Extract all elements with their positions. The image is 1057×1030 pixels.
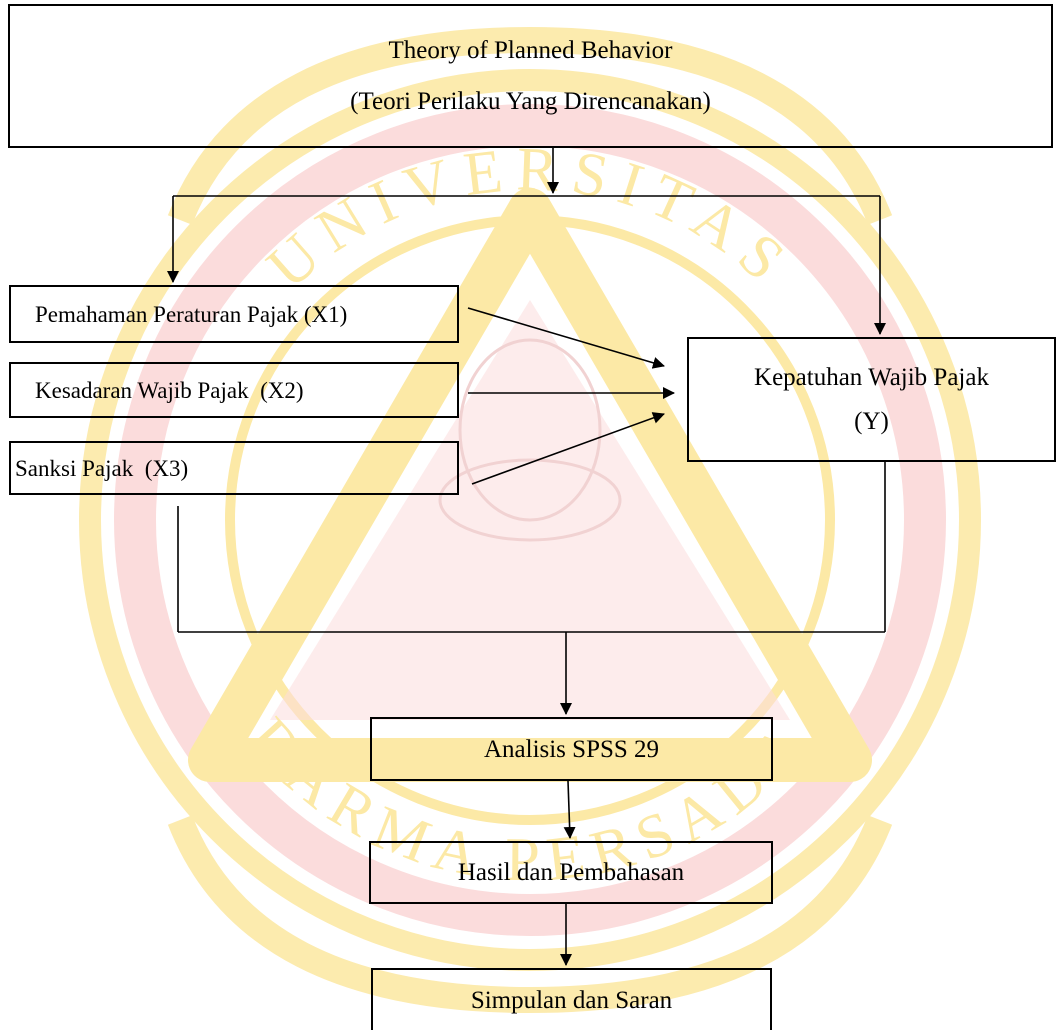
arrow-x3-to-y <box>471 412 665 485</box>
analysis-label: Analisis SPSS 29 <box>483 735 660 763</box>
logo-figure <box>438 338 622 542</box>
arrow-x1-to-y <box>467 307 665 369</box>
logo-outer-petals <box>79 26 981 1014</box>
conclusion-box: Simpulan dan Saran <box>371 968 772 1030</box>
theory-box: Theory of Planned Behavior (Teori Perila… <box>8 4 1053 148</box>
results-label: Hasil dan Pembahasan <box>457 859 685 886</box>
variable-box-x3: Sanksi Pajak (X3) <box>9 441 459 495</box>
variable-label-x3: Sanksi Pajak (X3) <box>15 455 189 481</box>
variable-box-x2: Kesadaran Wajib Pajak (X2) <box>9 362 459 418</box>
theory-subtitle: (Teori Perilaku Yang Direncanakan) <box>350 88 711 115</box>
variable-label-x2: Kesadaran Wajib Pajak (X2) <box>35 377 304 403</box>
theory-title: Theory of Planned Behavior <box>388 37 673 64</box>
dependent-variable-box: Kepatuhan Wajib Pajak (Y) <box>687 337 1056 462</box>
logo-triangle <box>188 188 872 782</box>
logo-red-ring <box>114 104 946 936</box>
variable-box-x1: Pemahaman Peraturan Pajak (X1) <box>9 285 459 343</box>
dependent-variable-code: (Y) <box>854 407 889 435</box>
analysis-box: Analisis SPSS 29 <box>370 717 773 781</box>
dependent-variable-label: Kepatuhan Wajib Pajak <box>754 364 989 392</box>
logo-center-fill <box>270 300 790 720</box>
conclusion-label: Simpulan dan Saran <box>470 986 673 1014</box>
variable-label-x1: Pemahaman Peraturan Pajak (X1) <box>35 301 348 327</box>
arrow-analysis-to-results <box>563 780 576 839</box>
results-box: Hasil dan Pembahasan <box>369 841 773 904</box>
